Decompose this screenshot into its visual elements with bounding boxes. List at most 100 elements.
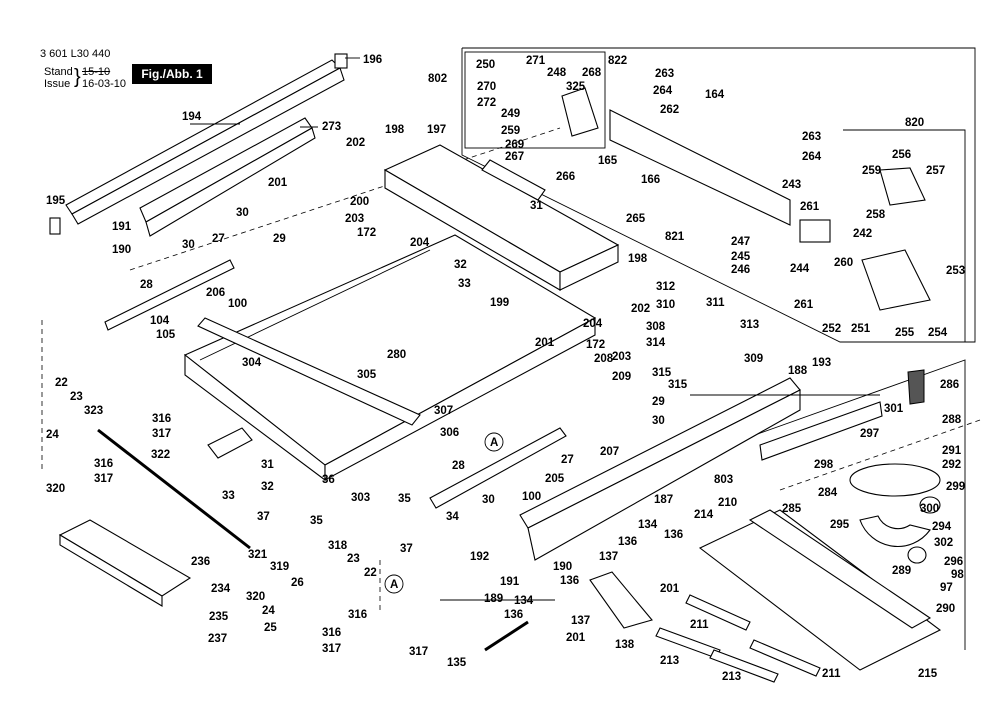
bar-213a [655,627,721,659]
rail-28 [104,259,235,331]
brace-glyph: } [74,66,81,88]
callout-28b: 28 [452,460,465,472]
callout-250: 250 [476,59,495,71]
callout-301: 301 [884,403,904,415]
callout-136a: 136 [664,529,683,541]
callout-258: 258 [866,209,886,221]
callout-269: 269 [505,139,524,151]
frame-803 [751,359,966,650]
callout-317a: 317 [152,428,171,440]
callout-210: 210 [718,497,737,509]
callout-322: 322 [151,449,170,461]
rail-285 [748,509,932,629]
board-234 [58,519,192,597]
callout-164: 164 [705,89,725,101]
callout-315b: 315 [668,379,688,391]
callout-135: 135 [447,657,467,669]
callout-201c: 201 [660,583,680,595]
callout-261b: 261 [794,299,814,311]
callout-204a: 204 [410,237,430,249]
callout-317d: 317 [409,646,428,658]
callout-195: 195 [46,195,66,207]
callout-237: 237 [208,633,227,645]
callout-306: 306 [440,427,459,439]
callout-209: 209 [612,371,631,383]
callout-172b: 172 [586,339,605,351]
callout-272: 272 [477,97,496,109]
callout-191b: 191 [500,576,520,588]
callout-305: 305 [357,369,377,381]
callout-314: 314 [646,337,666,349]
callout-192: 192 [470,551,489,563]
callout-134b: 134 [514,595,534,607]
callout-194: 194 [182,111,202,123]
fence-clamp-325 [561,87,599,137]
callout-196: 196 [363,54,382,66]
cover-197-side [559,244,619,291]
callout-191: 191 [112,221,132,233]
callout-286: 286 [940,379,959,391]
frame-822 [464,51,606,149]
callout-a2: A [390,579,398,591]
fence-part-256 [879,167,926,206]
callout-200: 200 [350,196,369,208]
callout-316d: 316 [322,627,341,639]
callout-206: 206 [206,287,225,299]
callout-260: 260 [834,257,853,269]
callout-137a: 137 [599,551,618,563]
callout-296: 296 [944,556,963,568]
callout-22a: 22 [55,377,68,389]
callout-201d: 201 [566,632,586,644]
callout-290: 290 [936,603,955,615]
fence-base-253 [861,249,931,311]
board-234-front [59,534,163,607]
callout-203b: 203 [612,351,631,363]
callout-310: 310 [656,299,675,311]
callout-297: 297 [860,428,879,440]
callout-25: 25 [264,622,277,634]
lever-135 [484,620,529,652]
callout-315a: 315 [652,367,672,379]
bar-213b [709,649,779,683]
callout-37a: 37 [257,511,270,523]
callout-321: 321 [248,549,268,561]
callout-255: 255 [895,327,915,339]
callout-271: 271 [526,55,546,67]
callout-291: 291 [942,445,962,457]
callout-29b: 29 [652,396,665,408]
callout-30d: 30 [652,415,665,427]
table-303-side [324,317,596,481]
callout-31b: 31 [261,459,274,471]
rail-194-side [71,67,345,225]
callout-29a: 29 [273,233,286,245]
bracket-138 [589,571,653,629]
callout-320b: 320 [246,591,265,603]
callout-166: 166 [641,174,660,186]
callout-207: 207 [600,446,619,458]
handle-286 [907,369,925,405]
callout-251: 251 [851,323,871,335]
callout-299: 299 [946,481,965,493]
rod-322 [97,428,251,550]
callout-30c: 30 [482,494,495,506]
callout-198b: 198 [628,253,648,265]
callout-319: 319 [270,561,289,573]
callout-242: 242 [853,228,872,240]
rail-301 [759,401,883,461]
callout-136c: 136 [504,609,523,621]
callout-234: 234 [211,583,231,595]
callout-32b: 32 [261,481,274,493]
callout-270: 270 [477,81,496,93]
callout-257: 257 [926,165,945,177]
callout-236: 236 [191,556,210,568]
callout-136b: 136 [618,536,637,548]
frame-820 [843,129,966,343]
callout-31a: 31 [530,200,543,212]
callout-37b: 37 [400,543,413,555]
callout-34: 34 [446,511,459,523]
callout-246: 246 [731,264,750,276]
callout-292: 292 [942,459,961,471]
callout-263a: 263 [655,68,674,80]
bar-211b [749,639,821,677]
callout-316b: 316 [94,458,113,470]
